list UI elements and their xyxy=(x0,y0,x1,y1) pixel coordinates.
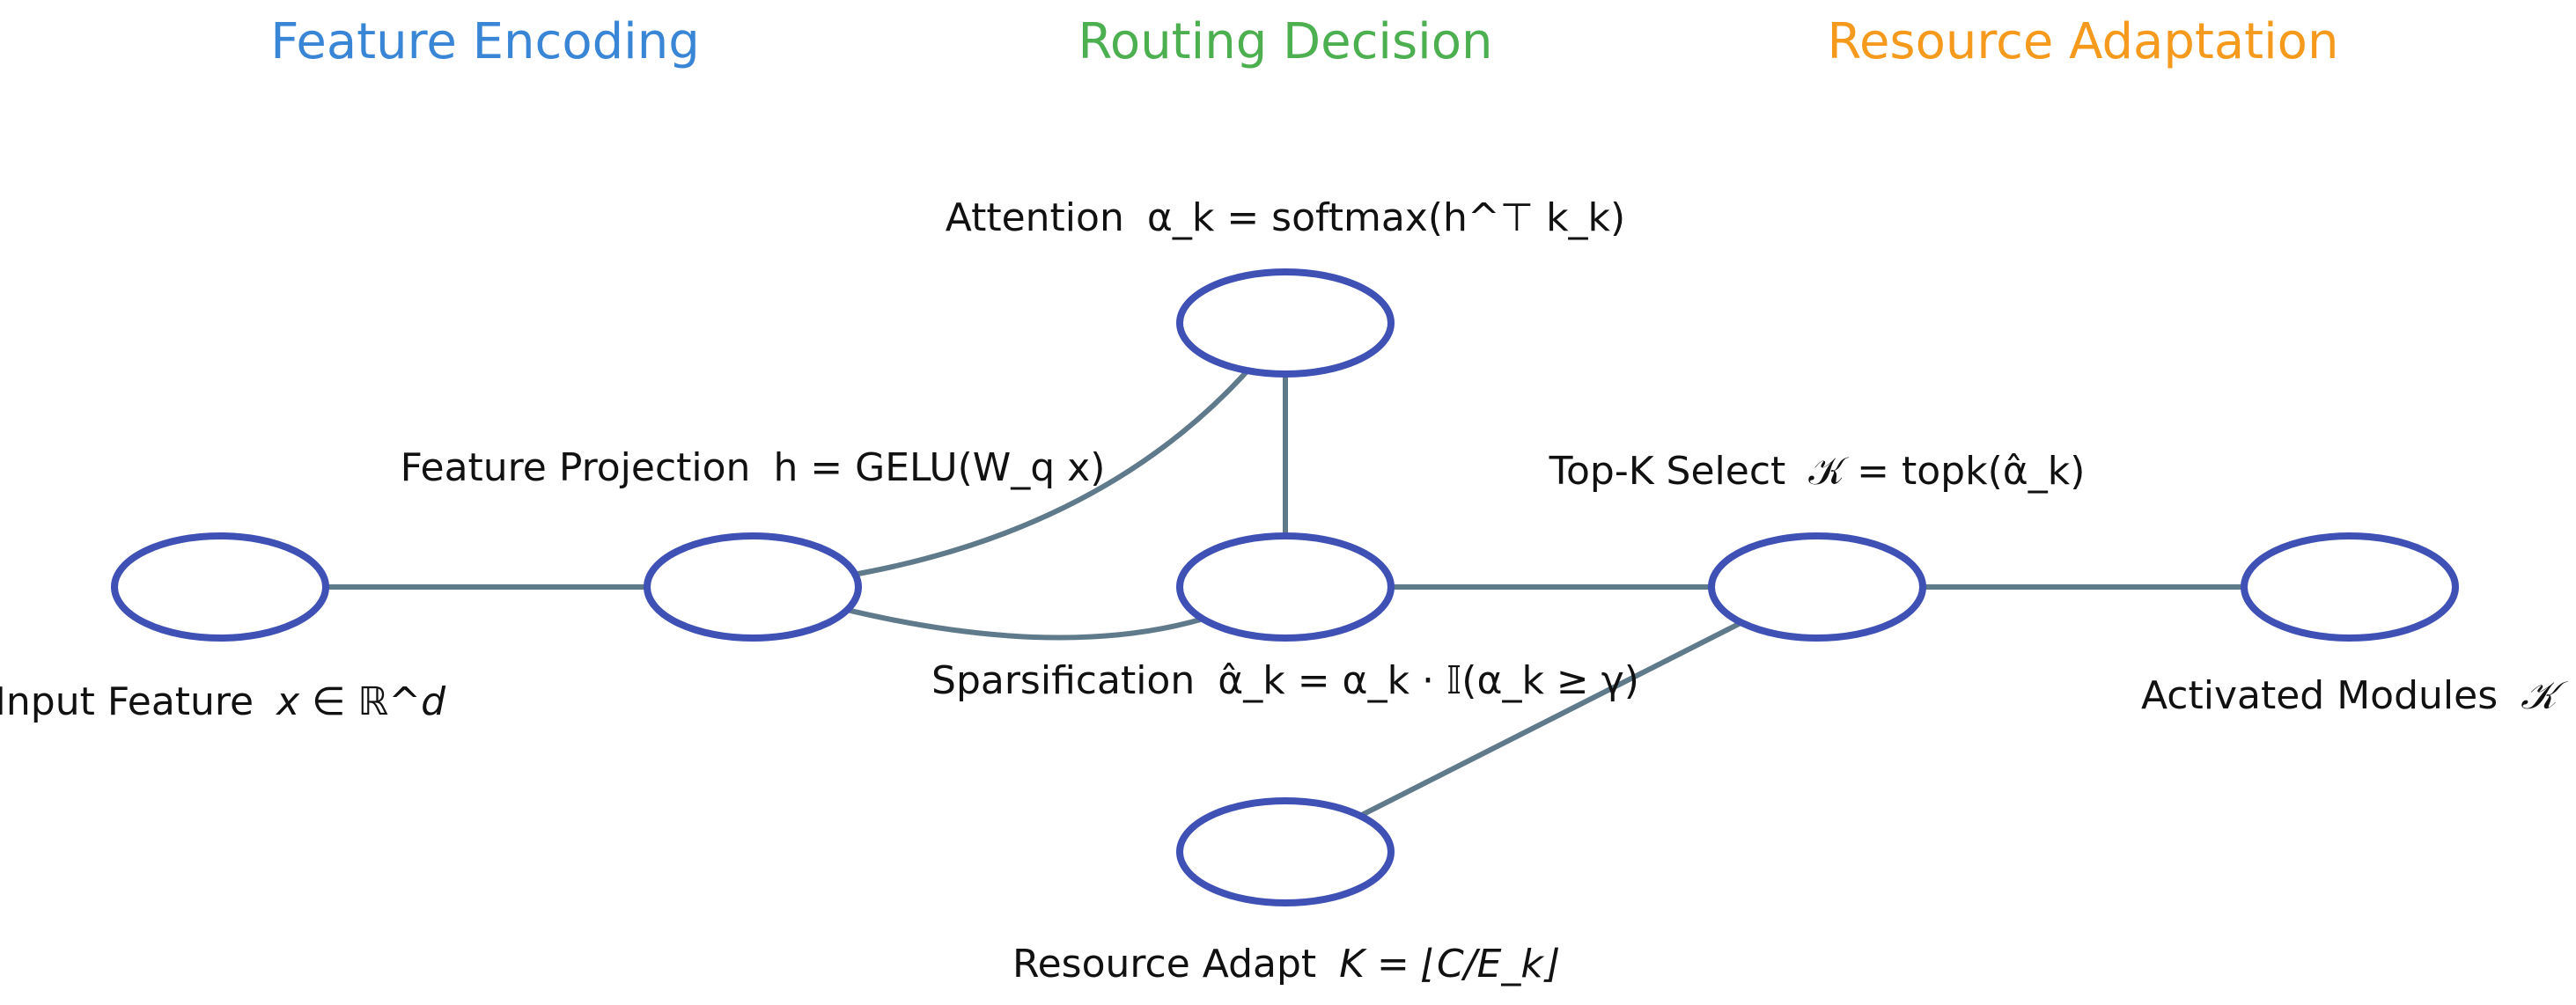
label-projection-expr: h = GELU(W_q x) xyxy=(773,445,1105,490)
label-topk: Top-K Select 𝒦 = topk(α̂_k) xyxy=(1549,449,2086,494)
stage-header-routing: Routing Decision xyxy=(1078,13,1493,70)
label-input-expr: x ∈ ℝ^d xyxy=(275,679,446,724)
label-attention: Attention α_k = softmax(h^⊤ k_k) xyxy=(946,195,1625,240)
node-sparsification xyxy=(1176,532,1395,642)
label-output-expr: 𝒦 xyxy=(2521,673,2568,718)
label-adapt-name: Resource Adapt xyxy=(1012,942,1316,987)
label-adapt: Resource Adapt K = ⌊C/E_k⌋ xyxy=(1012,942,1559,987)
label-sparsification-name: Sparsification xyxy=(931,658,1195,703)
label-topk-expr: 𝒦 = topk(α̂_k) xyxy=(1808,449,2085,494)
label-sparsification-expr: α̂_k = α_k · 𝕀(α_k ≥ γ) xyxy=(1218,658,1639,703)
label-input-name: Input Feature xyxy=(0,679,254,724)
label-attention-expr: α_k = softmax(h^⊤ k_k) xyxy=(1147,195,1625,240)
stage-header-encoding: Feature Encoding xyxy=(270,13,699,70)
label-output-name: Activated Modules xyxy=(2141,673,2498,718)
node-output xyxy=(2241,532,2459,642)
node-projection xyxy=(644,532,862,642)
label-sparsification: Sparsification α̂_k = α_k · 𝕀(α_k ≥ γ) xyxy=(931,658,1639,703)
label-adapt-expr: K = ⌊C/E_k⌋ xyxy=(1339,942,1559,987)
stage-header-adaptation: Resource Adaptation xyxy=(1828,13,2339,70)
node-topk xyxy=(1708,532,1926,642)
label-topk-name: Top-K Select xyxy=(1549,449,1786,494)
label-projection: Feature Projection h = GELU(W_q x) xyxy=(401,445,1106,490)
label-projection-name: Feature Projection xyxy=(401,445,751,490)
node-adapt xyxy=(1176,797,1395,906)
label-attention-name: Attention xyxy=(946,195,1124,240)
label-output: Activated Modules 𝒦 xyxy=(2141,673,2568,718)
edge-adapt-topk xyxy=(1292,587,1809,852)
label-input: Input Feature x ∈ ℝ^d xyxy=(0,679,446,724)
node-attention xyxy=(1176,268,1395,378)
node-input xyxy=(111,532,329,642)
